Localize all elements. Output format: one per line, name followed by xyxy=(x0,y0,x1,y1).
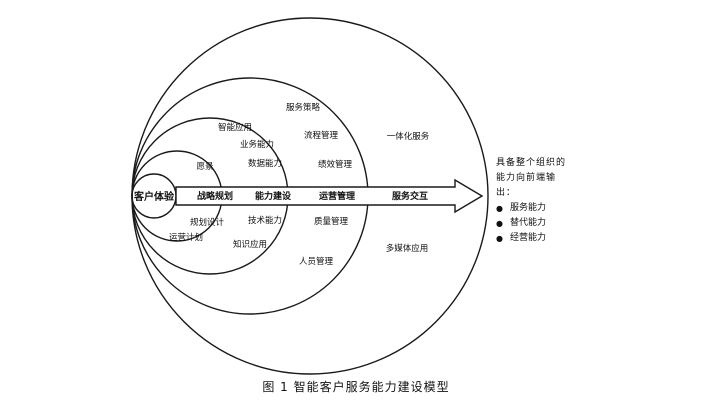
ring3-item-performance-management: 绩效管理 xyxy=(318,159,353,170)
ring4-item-integrated-service: 一体化服务 xyxy=(387,131,430,142)
ring3-item-service-strategy: 服务策略 xyxy=(286,102,321,113)
axis-label-service-interaction: 服务交互 xyxy=(392,190,428,202)
side-note-list: 服务能力 替代能力 经营能力 xyxy=(496,201,568,246)
core-label: 客户体验 xyxy=(133,190,175,203)
ring4-item-multimedia-application: 多媒体应用 xyxy=(386,243,429,254)
figure-caption: 图 1 智能客户服务能力建设模型 xyxy=(262,380,450,394)
ring3-item-quality-management: 质量管理 xyxy=(314,216,349,227)
capability-model-diagram: 客户体验 战略规划 能力建设 运营管理 服务交互 愿景 规划设计 运营计划 智能… xyxy=(131,17,489,375)
ring1-item-planning-design: 规划设计 xyxy=(190,217,225,228)
ring1-item-operation-plan: 运营计划 xyxy=(169,232,203,243)
ring3-item-personnel-management: 人员管理 xyxy=(299,256,334,267)
side-note-heading: 具备整个组织的能力向前端输出： xyxy=(496,158,567,198)
output-arrow xyxy=(175,178,484,214)
ring2-item-business-capability: 业务能力 xyxy=(240,139,274,150)
side-note: 具备整个组织的能力向前端输出： 服务能力 替代能力 经营能力 xyxy=(496,156,568,246)
ring3-item-process-management: 流程管理 xyxy=(304,130,339,141)
axis-label-operations-management: 运营管理 xyxy=(319,190,355,202)
axis-label-capability-building: 能力建设 xyxy=(255,190,292,202)
ring1-item-vision: 愿景 xyxy=(196,162,213,172)
side-note-item-substitution: 替代能力 xyxy=(496,216,568,231)
ring2-item-intelligent-application: 智能应用 xyxy=(218,122,252,133)
side-note-item-service: 服务能力 xyxy=(496,201,568,216)
axis-label-strategic-planning: 战略规划 xyxy=(197,190,233,202)
ring2-item-knowledge-application: 知识应用 xyxy=(233,239,267,250)
side-note-item-operation: 经营能力 xyxy=(496,231,568,246)
ring2-item-technical-capability: 技术能力 xyxy=(248,215,282,226)
ring2-item-data-capability: 数据能力 xyxy=(248,158,282,169)
